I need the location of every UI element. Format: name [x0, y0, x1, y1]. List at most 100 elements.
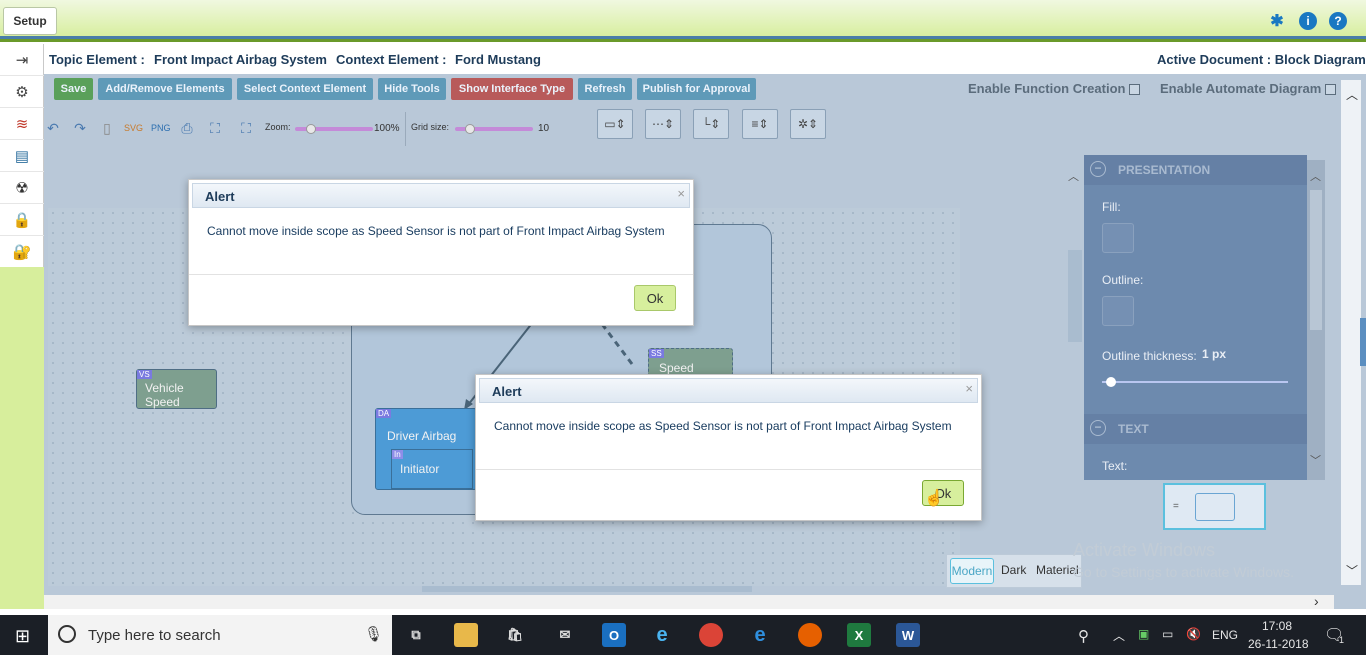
network-icon[interactable]: ▭	[1162, 627, 1174, 641]
show-interface-type-button[interactable]: Show Interface Type	[451, 78, 573, 100]
alert-ok-button[interactable]: Ok	[922, 480, 964, 506]
collapse-section-icon[interactable]: −	[1090, 161, 1106, 177]
outline-thickness-slider[interactable]	[1102, 381, 1288, 383]
page-scroll-up-icon[interactable]: ︿	[1346, 88, 1359, 102]
clock-time[interactable]: 17:08	[1262, 619, 1293, 633]
canvas-hscroll-thumb[interactable]	[422, 586, 752, 592]
panel-scroll-down-icon[interactable]: ﹀	[1310, 455, 1321, 467]
gear-icon[interactable]: ⚙	[0, 76, 44, 108]
info-icon[interactable]: i	[1299, 12, 1317, 30]
internet-explorer-icon[interactable]: e	[656, 623, 668, 646]
panel-scrollbar[interactable]	[1307, 160, 1325, 480]
windows-start-icon[interactable]: ⊞	[15, 626, 31, 646]
outlook-icon[interactable]: O	[602, 623, 626, 647]
volume-icon[interactable]: 🔇	[1186, 627, 1201, 641]
language-indicator[interactable]: ENG	[1212, 628, 1239, 642]
page-scroll-right-icon[interactable]: ›	[1314, 593, 1319, 609]
grid-size-slider-handle[interactable]	[465, 124, 475, 134]
add-remove-elements-button[interactable]: Add/Remove Elements	[98, 78, 232, 100]
word-icon[interactable]: W	[896, 623, 920, 647]
color-dropdown[interactable]: ✲⇕	[790, 109, 826, 139]
undo-icon[interactable]: ↶	[47, 120, 59, 136]
help-icon[interactable]: ?	[1329, 12, 1347, 30]
fill-color-swatch[interactable]	[1102, 223, 1134, 253]
outline-color-swatch[interactable]	[1102, 296, 1134, 326]
connector-dropdown[interactable]: ⋯⇕	[645, 109, 681, 139]
close-icon[interactable]: ×	[965, 381, 973, 396]
canvas-hscroll[interactable]	[48, 584, 1058, 594]
hide-tools-button[interactable]: Hide Tools	[378, 78, 446, 100]
speed-sensor-block[interactable]: SS Speed Sensor	[648, 348, 733, 389]
fit-page-icon[interactable]: ⛶	[210, 120, 220, 136]
collapse-icon[interactable]: ⇥	[0, 44, 44, 76]
driver-airbag-label: Driver Airbag	[387, 429, 457, 443]
enable-automate-checkbox[interactable]	[1325, 84, 1337, 96]
excel-icon[interactable]: X	[847, 623, 871, 647]
enable-automate-diagram[interactable]: Enable Automate Diagram	[1160, 81, 1337, 96]
publish-for-approval-button[interactable]: Publish for Approval	[637, 78, 756, 100]
line-style-dropdown[interactable]: ▭⇕	[597, 109, 633, 139]
people-icon[interactable]: ⚲	[1078, 628, 1089, 645]
save-button[interactable]: Save	[54, 78, 93, 100]
setup-tab[interactable]: Setup	[3, 7, 57, 35]
fit-content-icon[interactable]: ⛶	[241, 120, 251, 136]
top-bar: Setup ✱ i ?	[0, 0, 1366, 42]
panel-scrollbar-thumb[interactable]	[1310, 190, 1322, 330]
task-view-icon[interactable]: ⧉	[411, 627, 421, 642]
page-scroll-down-icon[interactable]: ﹀	[1346, 564, 1359, 578]
overview-minimap[interactable]: =	[1163, 483, 1266, 530]
line-pattern-dropdown[interactable]: ≡⇕	[742, 109, 778, 139]
page-vscroll[interactable]: ︿ ﹀	[1341, 80, 1361, 585]
close-icon[interactable]: ×	[677, 186, 685, 201]
chrome-icon[interactable]	[699, 623, 723, 647]
presentation-section-header[interactable]: − PRESENTATION	[1084, 155, 1307, 185]
alert-ok-button[interactable]: Ok	[634, 285, 676, 311]
redo-icon[interactable]: ↷	[74, 120, 86, 136]
pin-icon[interactable]: ✱	[1270, 13, 1284, 30]
zoom-slider-handle[interactable]	[306, 124, 316, 134]
export-png-icon[interactable]: PNG	[151, 123, 171, 133]
page-hscroll[interactable]: ›	[44, 593, 1334, 609]
list-icon[interactable]: ▤	[0, 140, 44, 172]
select-context-element-button[interactable]: Select Context Element	[237, 78, 373, 100]
driver-airbag-block[interactable]: DA Driver Airbag In Initiator	[375, 408, 477, 490]
taskbar-search[interactable]: Type here to search 🎙	[48, 615, 392, 655]
notifications-icon[interactable]: 🗨	[1324, 627, 1345, 644]
refresh-button[interactable]: Refresh	[578, 78, 632, 100]
hazard-icon[interactable]: ☢	[0, 172, 44, 204]
zoom-slider-track[interactable]	[295, 127, 373, 131]
theme-dark-button[interactable]: Dark	[1001, 563, 1027, 577]
mail-icon[interactable]: ✉	[559, 627, 571, 642]
collapse-text-section-icon[interactable]: −	[1090, 420, 1106, 436]
store-icon[interactable]: 🛍	[506, 627, 524, 642]
print-icon[interactable]: ⎙	[181, 120, 193, 136]
outline-thickness-handle[interactable]	[1106, 377, 1116, 387]
enable-function-checkbox[interactable]	[1129, 84, 1141, 96]
scroll-up-icon[interactable]: ︿	[1068, 171, 1079, 183]
canvas-vscroll-thumb[interactable]	[1068, 250, 1082, 342]
layers-icon[interactable]: ≋	[0, 108, 44, 140]
theme-material-button[interactable]: Material	[1036, 563, 1079, 577]
file-explorer-icon[interactable]	[454, 623, 478, 647]
panel-scroll-up-icon[interactable]: ︿	[1310, 171, 1321, 183]
edge-icon[interactable]: e	[754, 623, 766, 646]
tray-chevron-icon[interactable]: ︿	[1113, 629, 1126, 643]
active-document: Active Document : Block Diagram	[1157, 52, 1366, 67]
text-section-header[interactable]: − TEXT	[1084, 414, 1307, 444]
clock-date[interactable]: 26-11-2018	[1248, 637, 1309, 651]
enable-function-creation[interactable]: Enable Function Creation	[968, 81, 1141, 96]
tray-app-icon[interactable]: ▣	[1138, 627, 1150, 641]
routing-dropdown[interactable]: └⇕	[693, 109, 729, 139]
vehicle-speed-block[interactable]: VS Vehicle Speed	[136, 369, 217, 409]
grid-size-slider-track[interactable]	[455, 127, 533, 131]
theme-modern-button[interactable]: Modern	[950, 558, 994, 584]
export-svg-icon[interactable]: SVG	[124, 123, 144, 133]
secure-lock-icon[interactable]: 🔐	[0, 236, 44, 268]
lock-icon[interactable]: 🔒	[0, 204, 44, 236]
microphone-icon[interactable]: 🎙	[364, 626, 384, 643]
top-bar-divider	[0, 36, 1366, 39]
side-scroll-thumb[interactable]	[1360, 318, 1366, 366]
new-page-icon[interactable]: ▯	[103, 120, 111, 136]
firefox-icon[interactable]	[798, 623, 822, 647]
initiator-block[interactable]: In Initiator	[391, 449, 473, 489]
